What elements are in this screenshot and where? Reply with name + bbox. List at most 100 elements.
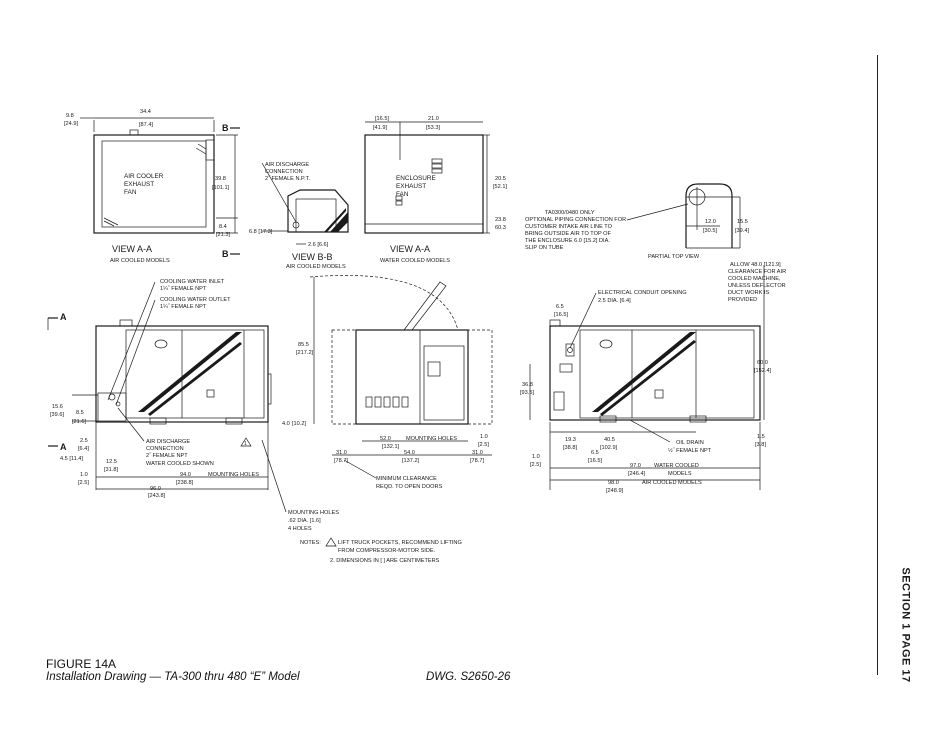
models-label: MODELS [668,471,692,477]
view-bb: AIR DISCHARGE CONNECTION 2˝ FEMALE N.P.T… [249,162,349,270]
notes-item-1: LIFT TRUCK POCKETS, RECOMMEND LIFTING [338,540,462,546]
elec-conduit-2: 2.5 DIA. [6.4] [598,298,631,304]
partial-top-view: 12.0 [30.5] 15.5 [39.4] PARTIAL TOP VIEW [648,183,749,260]
dim-248-9: [248.9] [606,488,624,494]
dim-238-8: [238.8] [176,480,194,486]
dim-21-0: 21.0 [428,116,439,122]
notes-heading: NOTES: [300,540,321,546]
view-aa-water-subtitle: WATER COOLED MODELS [380,258,450,264]
dim-39-6: [39.6] [50,412,64,418]
dim-19-3: 19.3 [565,437,576,443]
dim-6-5: 6.5 [556,304,564,310]
dim-34-4: 34.4 [140,109,151,115]
figure-title: Installation Drawing — TA-300 thru 480 “… [46,671,300,683]
svg-text:EXHAUST: EXHAUST [396,183,426,190]
dim-1-0c: 1.0 [532,454,540,460]
dim-87-4: [87.4] [139,122,153,128]
oil-drain-1: OIL DRAIN [676,440,704,446]
partial-top-title: PARTIAL TOP VIEW [648,254,700,260]
dim-101-1: [101.1] [212,185,230,191]
dim-30-5: [30.5] [703,228,717,234]
dim-21-3: [21.3] [216,232,230,238]
dim-8-4: 8.4 [219,224,227,230]
aa-body-label-1: AIR COOLER [124,173,164,180]
side-view: 85.5 [217.2] 4.0 [10.2] 52.0 MOUNTING HO… [282,275,493,490]
min-clearance-2: REQD. TO OPEN DOORS [376,484,443,490]
view-aa-water-title: VIEW A-A [390,244,430,254]
dim-16-5b: [16.5] [588,458,602,464]
dim-24-9: [24.9] [64,121,78,127]
allow-6: PROVIDED [728,297,757,303]
dim-102-9: [102.9] [600,445,618,451]
dim-97-0: 97.0 [630,463,641,469]
dim-39-8: 39.8 [215,176,226,182]
allow-1: ALLOW 48.0 [121.9] [730,262,781,268]
dim-2-6: 2.6 [6.6] [308,242,329,248]
dim-52-1: [52.1] [493,184,507,190]
dim-6-5b: 6.5 [591,450,599,456]
dim-40-5: 40.5 [604,437,615,443]
dim-96-0: 96.0 [150,486,161,492]
view-aa-water-cooled: ENCLOSURE EXHAUST FAN [16.5] [41.9] 21.0… [364,116,507,264]
view-bb-subtitle: AIR COOLED MODELS [286,264,346,270]
svg-text:CONNECTION: CONNECTION [146,446,184,452]
dim-6-4: [6.4] [78,446,89,452]
dim-21-6: [21.6] [72,419,86,425]
svg-text:CONNECTION: CONNECTION [265,169,303,175]
mounting-holes-label-front: MOUNTING HOLES [208,472,259,478]
svg-text:CUSTOMER INTAKE AIR LINE TO: CUSTOMER INTAKE AIR LINE TO [525,224,613,230]
elec-conduit-1: ELECTRICAL CONDUIT OPENING [598,290,687,296]
svg-text:FAN: FAN [396,191,409,198]
svg-text:MOUNTING HOLES: MOUNTING HOLES [406,436,457,442]
section-page-tab: SECTION 1 PAGE 17 [892,567,914,685]
dim-54-0: 54.0 [404,450,415,456]
dim-246-4: [246.4] [628,471,646,477]
water-cooled-shown: WATER COOLED SHOWN [146,461,214,467]
notes-item-2: 2. DIMENSIONS IN [ ] ARE CENTIMETERS [330,558,440,564]
a-marker-top: A [60,312,67,322]
dim-3-8: [3.8] [755,442,766,448]
aa-water-body-label: ENCLOSURE [396,175,436,182]
dim-60-3: 60.3 [495,225,506,231]
view-aa-air-cooled: AIR COOLER EXHAUST FAN 9.8 [24.9] 34.4 [… [64,109,240,264]
b-marker-top: B [222,123,229,133]
dim-2-5c: [2.5] [478,442,489,448]
dim-1-0: 1.0 [80,472,88,478]
dim-8-5: 8.5 [76,410,84,416]
dim-2-5b: [2.5] [78,480,89,486]
dim-31-8: [31.8] [104,467,118,473]
figure-number: FIGURE 14A [46,657,117,671]
dim-85-5: 85.5 [298,342,309,348]
svg-text:2˝ FEMALE NPT: 2˝ FEMALE NPT [146,453,188,459]
dim-98-0: 98.0 [608,480,619,486]
dim-53-3: [53.3] [426,125,440,131]
oil-drain-2: ½˝ FEMALE NPT [668,447,712,454]
allow-3: COOLED MACHINE, [728,276,781,282]
dim-23-8: 23.8 [495,217,506,223]
dim-60-0: 60.0 [757,360,768,366]
dim-31-0b: 31.0 [472,450,483,456]
b-marker-bottom: B [222,249,229,259]
air-cooled-models: AIR COOLED MODELS [642,480,702,486]
view-aa-air-subtitle: AIR COOLED MODELS [110,258,170,264]
drawing-id: DWG. S2650-26 [426,671,511,683]
front-view: 1 COOLING WATER INLET 1¼˝ FEMALE NPT COO… [47,279,272,499]
dim-39-4: [39.4] [735,228,749,234]
dim-31-0: 31.0 [336,450,347,456]
min-clearance-1: MINIMUM CLEARANCE [376,476,437,482]
dim-16-5: [16.5] [375,116,389,122]
dim-78-7b: [78.7] [470,458,484,464]
allow-4: UNLESS DEFLECTOR [728,283,786,289]
dim-15-5: 15.5 [737,219,748,225]
section-page-label: SECTION 1 PAGE 17 [899,567,912,683]
air-discharge-top: AIR DISCHARGE [265,162,309,168]
svg-text:1¼˝ FEMALE NPT: 1¼˝ FEMALE NPT [160,286,207,292]
svg-text:FAN: FAN [124,189,137,196]
dim-38-8: [38.8] [563,445,577,451]
svg-text:EXHAUST: EXHAUST [124,181,154,188]
svg-text:SLIP ON TUBE: SLIP ON TUBE [525,245,564,251]
svg-text:1: 1 [244,441,247,447]
dim-152-4: [152.4] [754,368,772,374]
svg-text:BRING OUTSIDE AIR TO TOP OF: BRING OUTSIDE AIR TO TOP OF [525,231,611,237]
